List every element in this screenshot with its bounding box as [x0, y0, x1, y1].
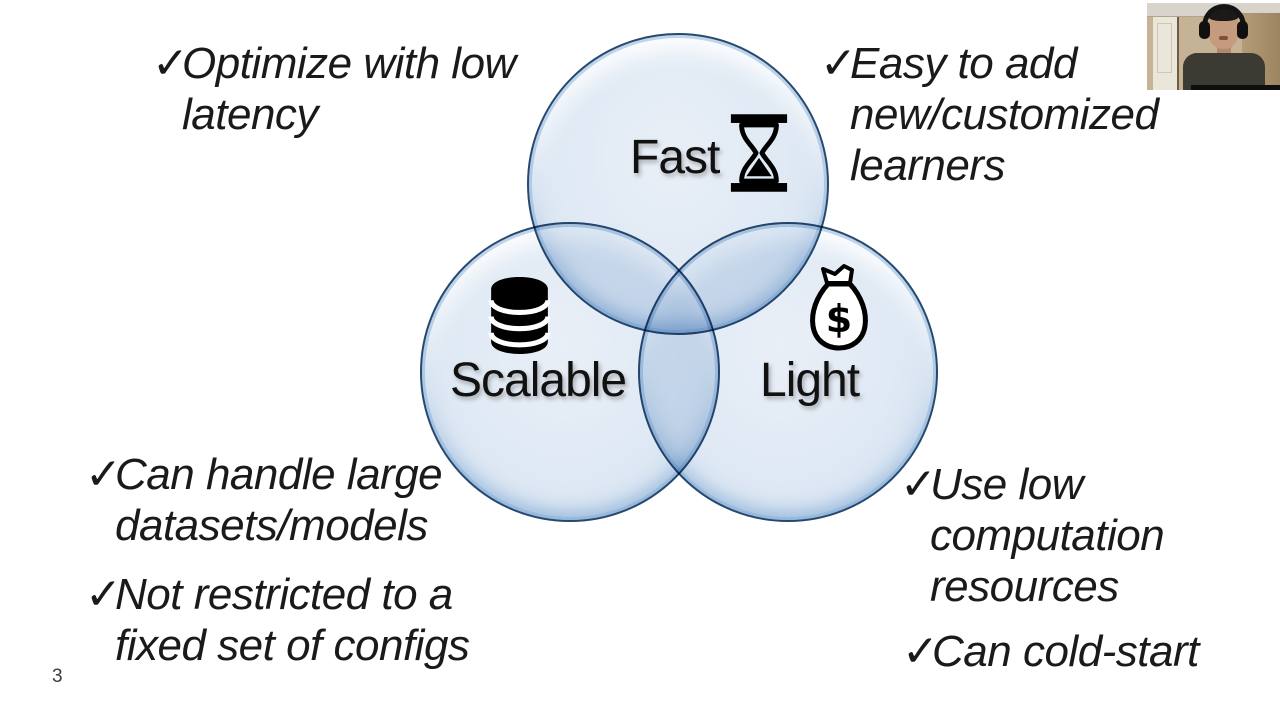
bullet-text: Optimize with low latency	[182, 39, 516, 139]
bullet-cold-start: ✓ Can cold-start	[902, 626, 1199, 677]
bullet-text: Not restricted to a fixed set of configs	[115, 570, 470, 670]
database-icon	[488, 277, 551, 354]
bullet-handle-large-datasets: ✓ Can handle large datasets/models	[85, 449, 443, 551]
bullet-optimize-latency: ✓ Optimize with low latency	[152, 38, 516, 140]
bullet-text: Use low computation resources	[930, 460, 1165, 611]
money-bag-icon: $	[810, 264, 868, 351]
cam-door	[1153, 17, 1179, 90]
bullet-easy-add-learners: ✓ Easy to add new/customized learners	[820, 38, 1159, 191]
bullet-low-computation: ✓ Use low computation resources	[900, 459, 1165, 612]
bullet-not-restricted-configs: ✓ Not restricted to a fixed set of confi…	[85, 569, 470, 671]
circle-light	[638, 222, 938, 522]
bullet-text: Easy to add new/customized learners	[850, 39, 1159, 190]
light-label: Light	[760, 354, 860, 407]
check-icon: ✓	[902, 627, 939, 676]
headphones-cup-icon	[1199, 21, 1210, 39]
cam-door-panel	[1157, 23, 1172, 73]
cam-desk-edge	[1191, 85, 1280, 90]
check-icon: ✓	[85, 450, 122, 499]
presenter-shirt	[1183, 53, 1265, 90]
scalable-label: Scalable	[450, 354, 627, 407]
hourglass-icon	[730, 114, 788, 192]
check-icon: ✓	[152, 39, 189, 88]
headphones-cup-icon	[1237, 21, 1248, 39]
fast-label: Fast	[630, 131, 720, 184]
webcam-overlay	[1147, 3, 1280, 90]
dollar-sign: $	[826, 297, 852, 341]
page-number: 3	[52, 666, 63, 687]
check-icon: ✓	[85, 570, 122, 619]
bullet-text: Can cold-start	[932, 627, 1199, 676]
check-icon: ✓	[820, 39, 857, 88]
check-icon: ✓	[900, 460, 937, 509]
bullet-text: Can handle large datasets/models	[115, 450, 443, 550]
headphones-band-icon	[1202, 4, 1246, 26]
presenter-mouth	[1219, 36, 1228, 40]
